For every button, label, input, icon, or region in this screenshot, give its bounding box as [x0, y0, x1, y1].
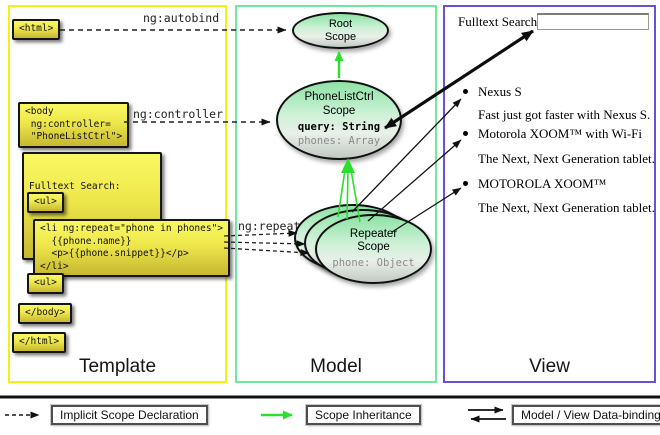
list-bullet — [463, 131, 468, 136]
template-panel-label: Template — [78, 356, 157, 377]
repeater-scope-ellipse: Repeater Scope phone: Object — [315, 214, 432, 284]
list-bullet — [463, 89, 468, 94]
code-box-html-close: </html> — [12, 332, 67, 353]
view-panel-label: View — [529, 356, 570, 377]
model-panel-label: Model — [310, 356, 362, 377]
list-bullet — [463, 181, 468, 186]
code-box-body-open: <body ng:controller= "PhoneListCtrl"> — [18, 102, 130, 148]
view-item-desc: The Next, Next Generation tablet. — [478, 151, 655, 166]
code-box-html-open: <html> — [12, 19, 61, 40]
legend-model-view-databinding: Model / View Data-binding — [512, 405, 660, 425]
scope-prop-query: query: String — [297, 121, 381, 134]
code-fulltext-label-line: Fulltext Search: — [29, 181, 121, 193]
ng-autobind-label: ng:autobind — [143, 11, 220, 25]
ng-repeat-label: ng:repeat — [238, 219, 301, 233]
fulltext-search-label: Fulltext Search: — [458, 14, 541, 29]
repeater-scope-title: Repeater Scope — [349, 227, 398, 254]
scope-prop-phone: phone: Object — [332, 256, 415, 269]
view-panel: View — [443, 5, 656, 383]
view-item-desc: The Next, Next Generation tablet. — [478, 200, 655, 215]
code-box-body-close: </body> — [18, 303, 73, 324]
root-scope-title: Root Scope — [324, 17, 357, 43]
view-item-title: Motorola XOOM™ with Wi-Fi — [478, 126, 643, 141]
phonelistctrl-scope-title: PhoneListCtrl Scope — [304, 91, 374, 117]
view-item-title: MOTOROLA XOOM™ — [478, 176, 607, 191]
legend-scope-inheritance: Scope Inheritance — [306, 405, 421, 425]
phonelistctrl-scope-ellipse: PhoneListCtrl Scope query: String phones… — [276, 80, 402, 160]
code-box-ul-open: <ul> — [27, 192, 64, 213]
fulltext-search-input[interactable] — [537, 13, 649, 30]
code-box-ul-close: <ul> — [27, 273, 64, 294]
ng-controller-label: ng:controller — [133, 107, 224, 121]
view-item-title: Nexus S — [478, 84, 522, 99]
model-panel: Model — [235, 5, 437, 383]
legend-implicit-scope-declaration: Implicit Scope Declaration — [51, 405, 208, 425]
scope-prop-phones: phones: Array — [297, 135, 381, 148]
root-scope-ellipse: Root Scope — [292, 12, 389, 49]
code-box-li-repeat: <li ng:repeat="phone in phones"> {{phone… — [33, 219, 231, 278]
view-item-desc: Fast just got faster with Nexus S. — [478, 107, 651, 122]
